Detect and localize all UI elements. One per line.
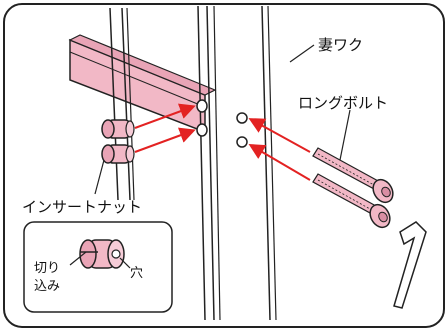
slit-label-line2: 込み bbox=[34, 279, 61, 294]
long-bolt-label: ロングボルト bbox=[298, 94, 389, 112]
vertical-pole bbox=[109, 7, 135, 201]
insert-nut-lower bbox=[101, 144, 135, 164]
hole-label: 穴 bbox=[130, 266, 144, 281]
leader-nut bbox=[94, 159, 105, 195]
arrow-bolt-upper bbox=[248, 118, 311, 153]
frame-hole-upper bbox=[196, 99, 208, 113]
slit-label-line1: 切り bbox=[34, 261, 61, 276]
leader-frame bbox=[289, 44, 315, 63]
arrow-nut-lower bbox=[134, 127, 196, 153]
leader-hole bbox=[119, 257, 131, 269]
insert-nut-label: インサートナット bbox=[22, 198, 143, 216]
leader-slit bbox=[69, 251, 87, 266]
insert-nut-upper bbox=[101, 119, 135, 139]
arrow-nut-upper bbox=[134, 103, 196, 129]
frame-hole-lower bbox=[196, 123, 208, 137]
arrow-bolt-lower bbox=[248, 143, 311, 181]
leader-bolt bbox=[339, 109, 351, 161]
frame-hole-right-upper bbox=[236, 112, 248, 124]
insert-nut-detail bbox=[79, 239, 125, 269]
long-bolt-upper bbox=[312, 147, 394, 204]
frame-hole-right-lower bbox=[236, 136, 248, 148]
long-bolt-lower bbox=[312, 173, 391, 229]
frame-label: 妻ワク bbox=[318, 36, 364, 54]
hex-key bbox=[393, 221, 427, 309]
frame-panel bbox=[197, 5, 277, 321]
